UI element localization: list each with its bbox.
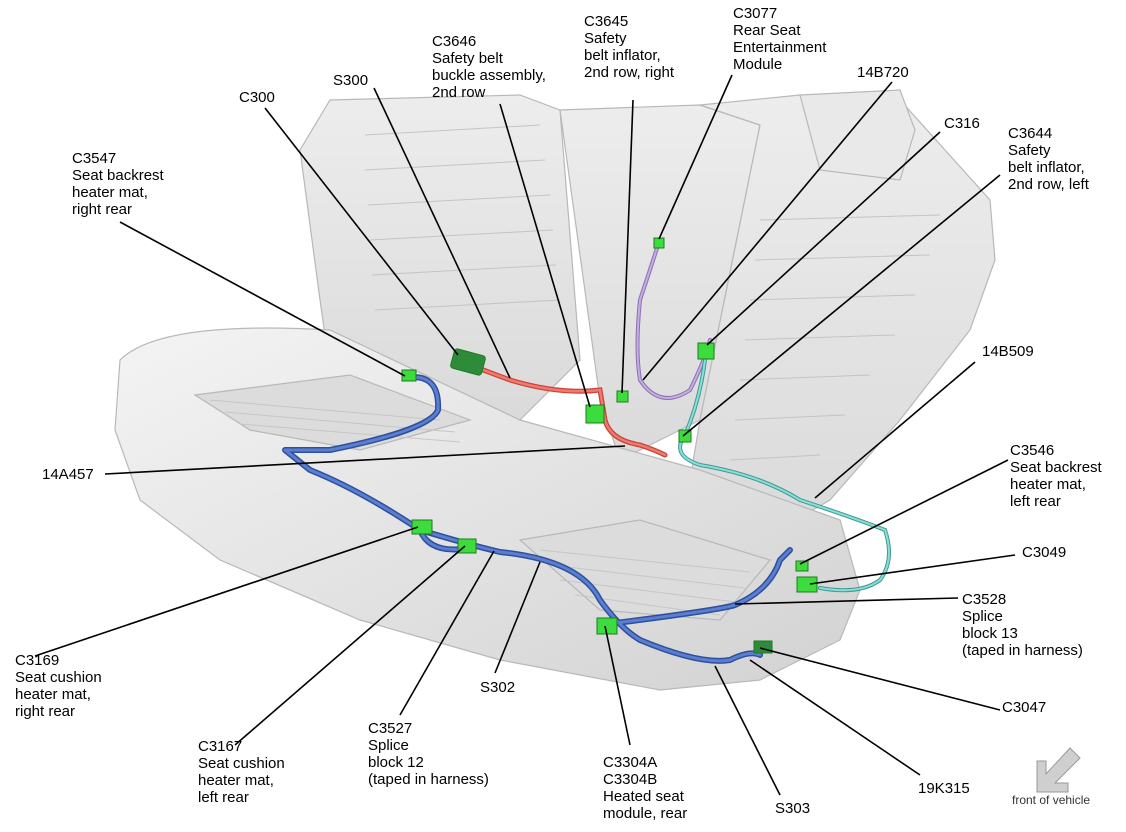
leader-14a457 xyxy=(104,445,626,475)
connector-c3646 xyxy=(450,348,486,376)
label-14b509: 14B509 xyxy=(982,343,1034,360)
leader-c300 xyxy=(264,107,459,356)
leader-s303 xyxy=(714,665,781,796)
label-c3047: C3047 xyxy=(1002,699,1047,716)
leader-c3049 xyxy=(809,554,1016,585)
label-c3645: C3645 Safety belt inflator, 2nd row, rig… xyxy=(584,13,675,81)
leader-c3167 xyxy=(234,545,466,746)
connector-c3049 xyxy=(796,576,818,593)
label-14b720: 14B720 xyxy=(857,64,909,81)
leader-c3047 xyxy=(759,647,1001,711)
connector-c316 xyxy=(697,342,715,360)
connector-c3644 xyxy=(678,429,692,443)
harness-purple xyxy=(635,243,712,400)
label-c3528: C3528 Splice block 13 (taped in harness) xyxy=(962,591,1083,659)
leader-c3645 xyxy=(621,99,634,394)
leader-c3527 xyxy=(399,550,495,716)
harness-red xyxy=(467,362,668,458)
label-s303: S303 xyxy=(775,800,811,817)
seat-backrest xyxy=(299,89,996,541)
backrest-stitching xyxy=(364,124,941,461)
leader-c3547 xyxy=(119,221,406,377)
leader-s300 xyxy=(373,87,511,379)
label-c3646: C3646 Safety belt buckle assembly, 2nd r… xyxy=(432,33,546,101)
leader-19k315 xyxy=(749,659,921,776)
leader-c3644 xyxy=(682,174,1001,437)
leader-14b720 xyxy=(642,81,893,381)
label-c3644: C3644 Safety belt inflator, 2nd row, lef… xyxy=(1008,125,1089,193)
leader-c316 xyxy=(706,131,941,346)
label-14a457: 14A457 xyxy=(42,466,94,483)
leader-c3646 xyxy=(499,103,591,408)
leader-c3528 xyxy=(734,597,959,605)
connector-c3547 xyxy=(401,369,417,382)
label-c3547: C3547 Seat backrest heater mat, right re… xyxy=(72,150,164,218)
connector-c3169 xyxy=(411,519,433,535)
leader-s302 xyxy=(494,561,541,674)
label-c3546: C3546 Seat backrest heater mat, left rea… xyxy=(1010,442,1102,510)
connector-c3077 xyxy=(653,237,665,249)
leader-c3546 xyxy=(799,459,1009,565)
label-s302: S302 xyxy=(480,679,516,696)
leader-c3304 xyxy=(604,625,631,746)
label-c3304: C3304A C3304B Heated seat module, rear xyxy=(603,754,688,822)
connector-c3304 xyxy=(596,617,618,635)
label-s300: S300 xyxy=(333,72,369,89)
connector-c3167 xyxy=(457,538,477,554)
front-of-vehicle-arrow-icon xyxy=(1036,747,1081,793)
connector-c3546 xyxy=(795,560,809,572)
leader-lines xyxy=(34,74,1016,796)
leader-14b509 xyxy=(814,361,976,499)
label-c316: C316 xyxy=(944,115,980,132)
label-c3169: C3169 Seat cushion heater mat, right rea… xyxy=(15,652,102,720)
leader-c3169 xyxy=(34,526,419,657)
leader-c3077 xyxy=(658,74,733,240)
label-front-of-vehicle: front of vehicle xyxy=(1012,793,1091,807)
label-c3077: C3077 Rear Seat Entertainment Module xyxy=(733,5,827,73)
label-c3527: C3527 Splice block 12 (taped in harness) xyxy=(368,720,489,788)
label-c300: C300 xyxy=(239,89,275,106)
label-c3167: C3167 Seat cushion heater mat, left rear xyxy=(198,738,285,806)
label-19k315: 19K315 xyxy=(918,780,970,797)
label-c3049: C3049 xyxy=(1022,544,1067,561)
connector-s-block xyxy=(585,404,605,424)
